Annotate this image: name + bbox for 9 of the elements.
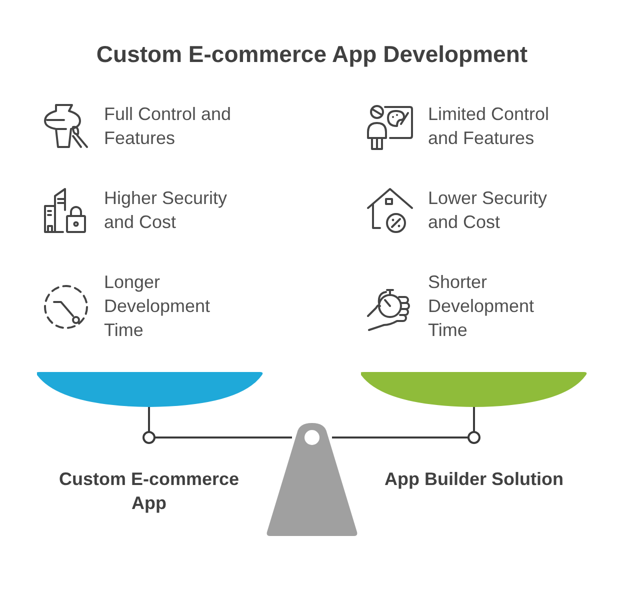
feature-text: Full Control and Features [104, 103, 232, 150]
option-label: Custom E-commerce App [58, 468, 240, 515]
option-label: App Builder Solution [384, 468, 564, 491]
feature-text: Shorter Development Time [428, 271, 536, 342]
feature-text: Limited Control and Features [428, 103, 550, 150]
feature-text: Lower Security and Cost [428, 187, 548, 234]
feature-text: Higher Security and Cost [104, 187, 228, 234]
title: Custom E-commerce App Development [95, 40, 529, 69]
feature-text: Longer Development Time [104, 271, 212, 342]
